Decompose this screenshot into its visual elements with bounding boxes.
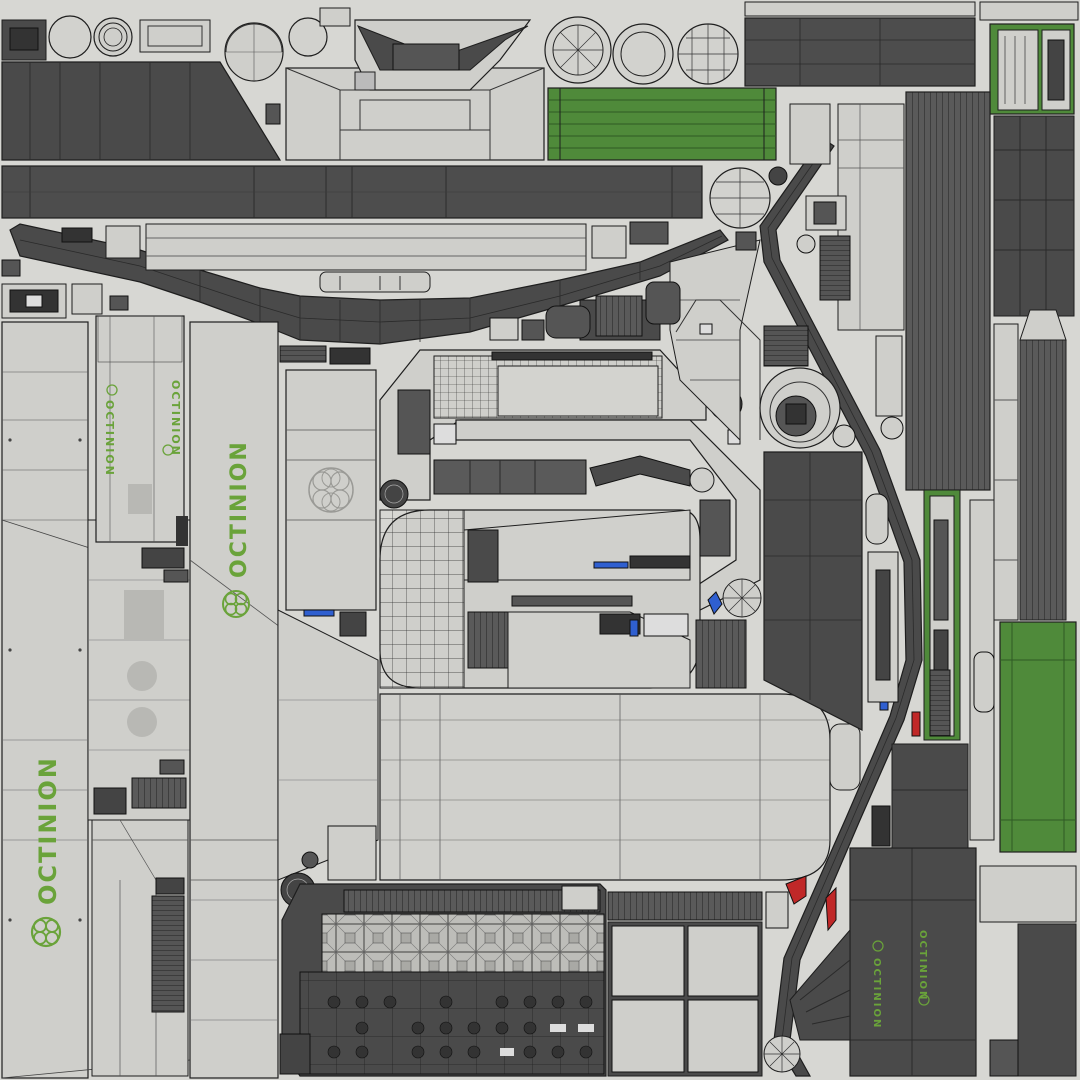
capsule-panel <box>379 693 861 881</box>
top-row-parts <box>1 1 1079 161</box>
brand-name-block-2: OCTINION <box>917 930 928 1001</box>
long-dark-bar <box>1 165 703 219</box>
brand-name-left: OCTINION <box>34 756 62 905</box>
green-rail-right <box>923 309 1077 853</box>
round-socket <box>759 325 904 449</box>
diagonal-rail <box>669 137 923 1077</box>
fan-segment <box>763 928 851 1073</box>
center-frame-lower <box>379 509 701 689</box>
brand-name-narrow-1: OCTINION <box>103 400 116 477</box>
dark-slab-left <box>1 61 282 161</box>
brand-logo-left: OCTINION <box>30 756 62 948</box>
dark-block-bottom-right: OCTINION OCTINION <box>849 743 1077 1077</box>
left-mid-panel: OCTINION <box>189 321 379 1079</box>
right-stripe-panels <box>709 91 1075 491</box>
brand-name-mid: OCTINION <box>227 440 252 578</box>
connector-panel <box>281 883 607 1077</box>
misc-parts-right <box>489 281 995 847</box>
brand-name-narrow-2: OCTINION <box>169 380 182 457</box>
small-parts-left <box>1 259 129 319</box>
left-narrow-panel: OCTINION OCTINION <box>95 315 188 546</box>
emblem-panel <box>279 345 377 611</box>
green-striped-panel <box>547 87 777 161</box>
brand-name-block-1: OCTINION <box>871 958 882 1029</box>
curved-dark-band <box>9 221 729 345</box>
dark-plate-right <box>695 451 863 731</box>
lower-left-parts <box>91 547 377 1077</box>
square-tiles <box>561 885 789 1077</box>
